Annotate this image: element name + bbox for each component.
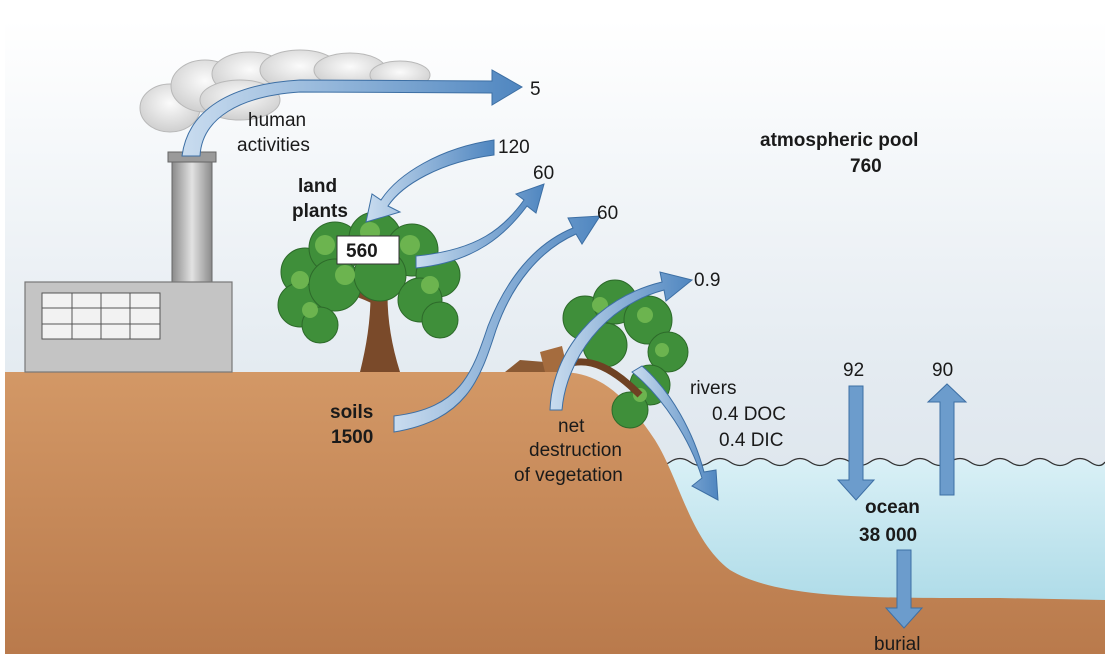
soil-respiration-value: 60 (597, 203, 618, 224)
plant-respiration-value: 60 (533, 163, 554, 184)
soils-label: soils (330, 402, 373, 423)
rivers-label: rivers (690, 378, 736, 399)
net-destruction-label-line2: destruction (529, 440, 622, 461)
arrow-photosynthesis (365, 139, 495, 223)
human-activities-label-line2: activities (237, 135, 310, 156)
land-plants-value-box (336, 235, 400, 265)
ocean-release-value: 90 (932, 360, 953, 381)
human-activities-label-line1: human (248, 110, 306, 131)
arrow-deforestation (549, 271, 694, 411)
photosynthesis-value: 120 (498, 137, 530, 158)
net-destruction-label-line3: of vegetation (514, 465, 623, 486)
land-plants-label-line1: land (298, 176, 337, 197)
net-destruction-label-line1: net (558, 416, 585, 437)
arrow-ocean-uptake (836, 385, 876, 501)
deforestation-value: 0.9 (694, 270, 720, 291)
factory (24, 151, 233, 373)
arrow-burial (884, 549, 924, 629)
land-plants-label-line2: plants (292, 201, 348, 222)
smoke-cloud (139, 49, 431, 133)
arrow-rivers (631, 365, 719, 501)
rivers-dic-value: 0.4 DIC (719, 430, 783, 451)
burial-label: burial (874, 634, 920, 654)
atmospheric-pool-value: 760 (850, 156, 882, 177)
arrow-ocean-release (926, 383, 968, 496)
smokestack (171, 157, 213, 283)
arrow-soil-respiration (393, 215, 601, 433)
emission-value: 5 (530, 79, 541, 100)
atmospheric-pool-label: atmospheric pool (760, 130, 918, 151)
arrow-plant-respiration (415, 183, 545, 269)
ocean-uptake-value: 92 (843, 360, 864, 381)
ocean-label: ocean (865, 497, 920, 518)
arrow-human-emissions (181, 69, 523, 157)
ocean-value: 38 000 (859, 525, 917, 546)
land-plants-value: 560 (346, 241, 378, 262)
land-soil (5, 372, 1105, 654)
ocean-surface-wave (649, 457, 1105, 467)
soils-value: 1500 (331, 427, 373, 448)
rivers-doc-value: 0.4 DOC (712, 404, 786, 425)
